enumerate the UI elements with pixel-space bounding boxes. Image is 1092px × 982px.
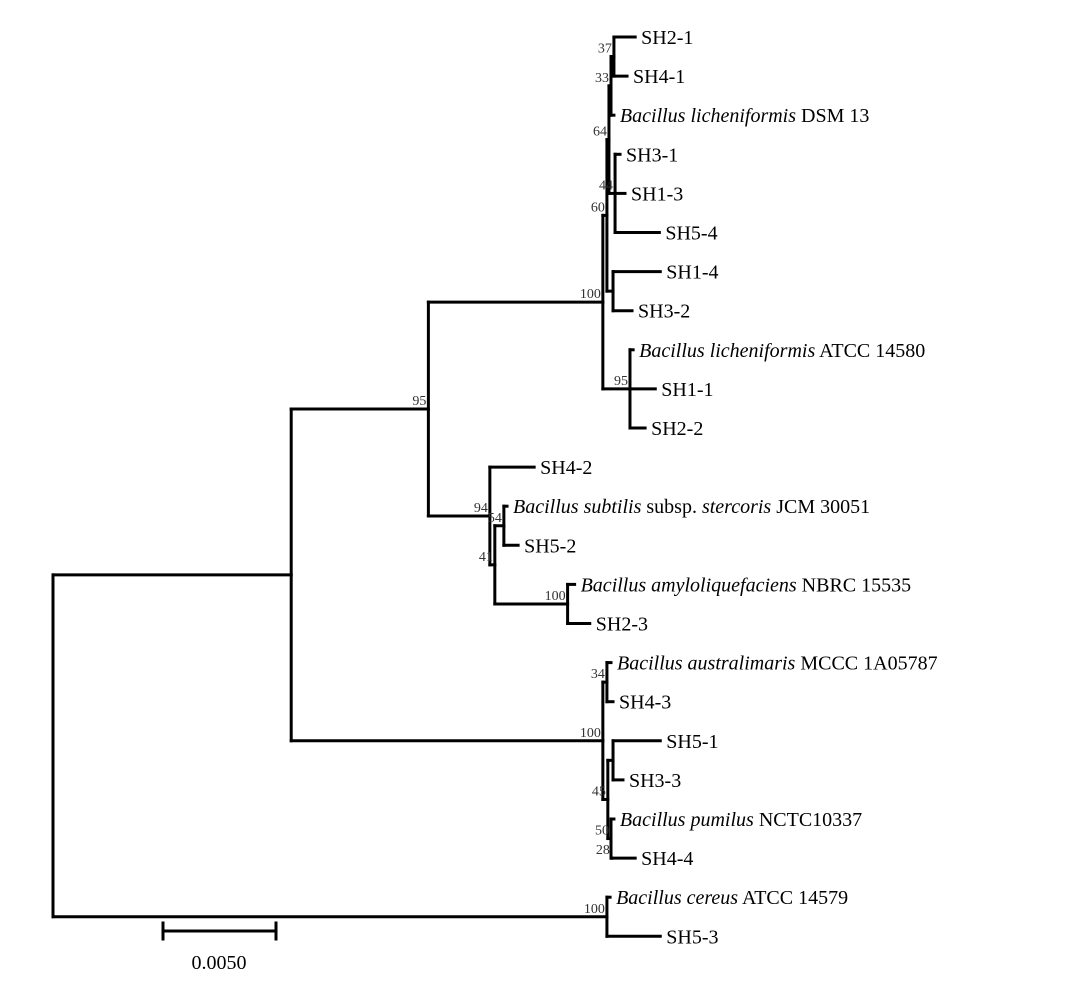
taxon-label: SH5-4 bbox=[665, 223, 717, 245]
taxon-label: Bacillus licheniformis ATCC 14580 bbox=[639, 340, 925, 362]
taxon-strain-name: SH1-3 bbox=[631, 183, 683, 205]
taxon-strain-name: DSM 13 bbox=[796, 105, 869, 127]
taxon-strain-name: SH4-3 bbox=[619, 692, 671, 714]
taxon-label: SH5-2 bbox=[524, 535, 576, 557]
taxon-strain-name: SH5-2 bbox=[524, 535, 576, 557]
taxon-label: SH3-3 bbox=[629, 770, 681, 792]
taxon-strain-name: SH5-3 bbox=[666, 926, 718, 948]
taxon-strain-name: ATCC 14580 bbox=[815, 340, 925, 362]
taxon-species-name: stercoris bbox=[702, 496, 771, 518]
taxon-species-name: Bacillus licheniformis bbox=[620, 105, 796, 127]
taxon-label: SH2-3 bbox=[596, 614, 648, 636]
taxon-label: Bacillus licheniformis DSM 13 bbox=[620, 105, 869, 127]
taxon-label: SH2-1 bbox=[641, 27, 693, 49]
taxon-label: SH5-3 bbox=[666, 926, 718, 948]
scale-bar-label: 0.0050 bbox=[192, 952, 247, 974]
taxon-label: SH4-4 bbox=[641, 848, 693, 870]
taxon-species-name: Bacillus cereus bbox=[616, 887, 738, 909]
taxon-species-name: Bacillus amyloliquefaciens bbox=[581, 574, 797, 596]
taxon-label: SH3-2 bbox=[638, 301, 690, 323]
bootstrap-value: 50 bbox=[595, 824, 609, 839]
taxon-strain-name: SH4-2 bbox=[540, 457, 592, 479]
taxon-label: SH1-4 bbox=[666, 262, 718, 284]
bootstrap-value: 44 bbox=[599, 178, 613, 193]
bootstrap-value: 100 bbox=[584, 902, 605, 917]
taxon-strain-name: SH5-1 bbox=[666, 731, 718, 753]
taxon-label: Bacillus amyloliquefaciens NBRC 15535 bbox=[581, 574, 912, 596]
taxon-label: Bacillus subtilis subsp. stercoris JCM 3… bbox=[513, 496, 870, 518]
bootstrap-value: 94 bbox=[474, 501, 488, 516]
bootstrap-value: 64 bbox=[593, 125, 607, 140]
taxon-label: SH2-2 bbox=[651, 418, 703, 440]
taxon-species-name: Bacillus pumilus bbox=[620, 809, 754, 831]
bootstrap-value: 95 bbox=[614, 374, 628, 389]
taxon-strain-name: SH1-1 bbox=[661, 379, 713, 401]
taxon-label: SH1-1 bbox=[661, 379, 713, 401]
scale-bar: 0.0050 bbox=[161, 921, 278, 974]
taxon-strain-name: SH2-3 bbox=[596, 614, 648, 636]
taxon-strain-name: SH1-4 bbox=[666, 262, 718, 284]
bootstrap-value: 41 bbox=[479, 550, 493, 565]
taxon-label: SH1-3 bbox=[631, 183, 683, 205]
taxon-strain-name: SH4-4 bbox=[641, 848, 693, 870]
taxon-label: Bacillus australimaris MCCC 1A05787 bbox=[617, 653, 938, 675]
taxon-strain-name: SH2-1 bbox=[641, 27, 693, 49]
taxon-strain-name: NBRC 15535 bbox=[797, 574, 911, 596]
taxon-strain-name: JCM 30051 bbox=[771, 496, 870, 518]
taxon-label: Bacillus pumilus NCTC10337 bbox=[620, 809, 862, 831]
taxon-label: SH4-3 bbox=[619, 692, 671, 714]
bootstrap-value: 54 bbox=[488, 511, 502, 526]
taxon-label: SH5-1 bbox=[666, 731, 718, 753]
bootstrap-value: 45 bbox=[592, 784, 606, 799]
bootstrap-value: 100 bbox=[545, 589, 566, 604]
bootstrap-value: 28 bbox=[596, 843, 610, 858]
bootstrap-value: 100 bbox=[580, 726, 601, 741]
taxon-label: Bacillus cereus ATCC 14579 bbox=[616, 887, 848, 909]
bootstrap-value: 34 bbox=[591, 667, 605, 682]
tree-branches bbox=[51, 35, 662, 938]
taxon-strain-name: ATCC 14579 bbox=[738, 887, 848, 909]
bootstrap-value: 95 bbox=[412, 394, 426, 409]
taxon-strain-name: SH3-1 bbox=[626, 144, 678, 166]
taxon-strain-name: SH2-2 bbox=[651, 418, 703, 440]
bootstrap-value: 60 bbox=[591, 200, 605, 215]
taxon-strain-name: SH3-2 bbox=[638, 301, 690, 323]
taxon-label: SH4-1 bbox=[633, 66, 685, 88]
taxon-species-name: Bacillus subtilis bbox=[513, 496, 642, 518]
bootstrap-value: 33 bbox=[595, 71, 609, 86]
bootstrap-value: 100 bbox=[580, 287, 601, 302]
bootstrap-value: 37 bbox=[598, 42, 612, 57]
taxon-label: SH4-2 bbox=[540, 457, 592, 479]
taxon-strain-name: SH3-3 bbox=[629, 770, 681, 792]
taxon-label: SH3-1 bbox=[626, 144, 678, 166]
taxon-strain-name: SH5-4 bbox=[665, 223, 717, 245]
taxon-strain-name: SH4-1 bbox=[633, 66, 685, 88]
taxon-species-name: Bacillus australimaris bbox=[617, 653, 796, 675]
taxon-strain-name: MCCC 1A05787 bbox=[795, 653, 937, 675]
taxon-species-name: Bacillus licheniformis bbox=[639, 340, 815, 362]
taxon-strain-name: subsp. bbox=[641, 496, 702, 518]
taxon-strain-name: NCTC10337 bbox=[754, 809, 862, 831]
